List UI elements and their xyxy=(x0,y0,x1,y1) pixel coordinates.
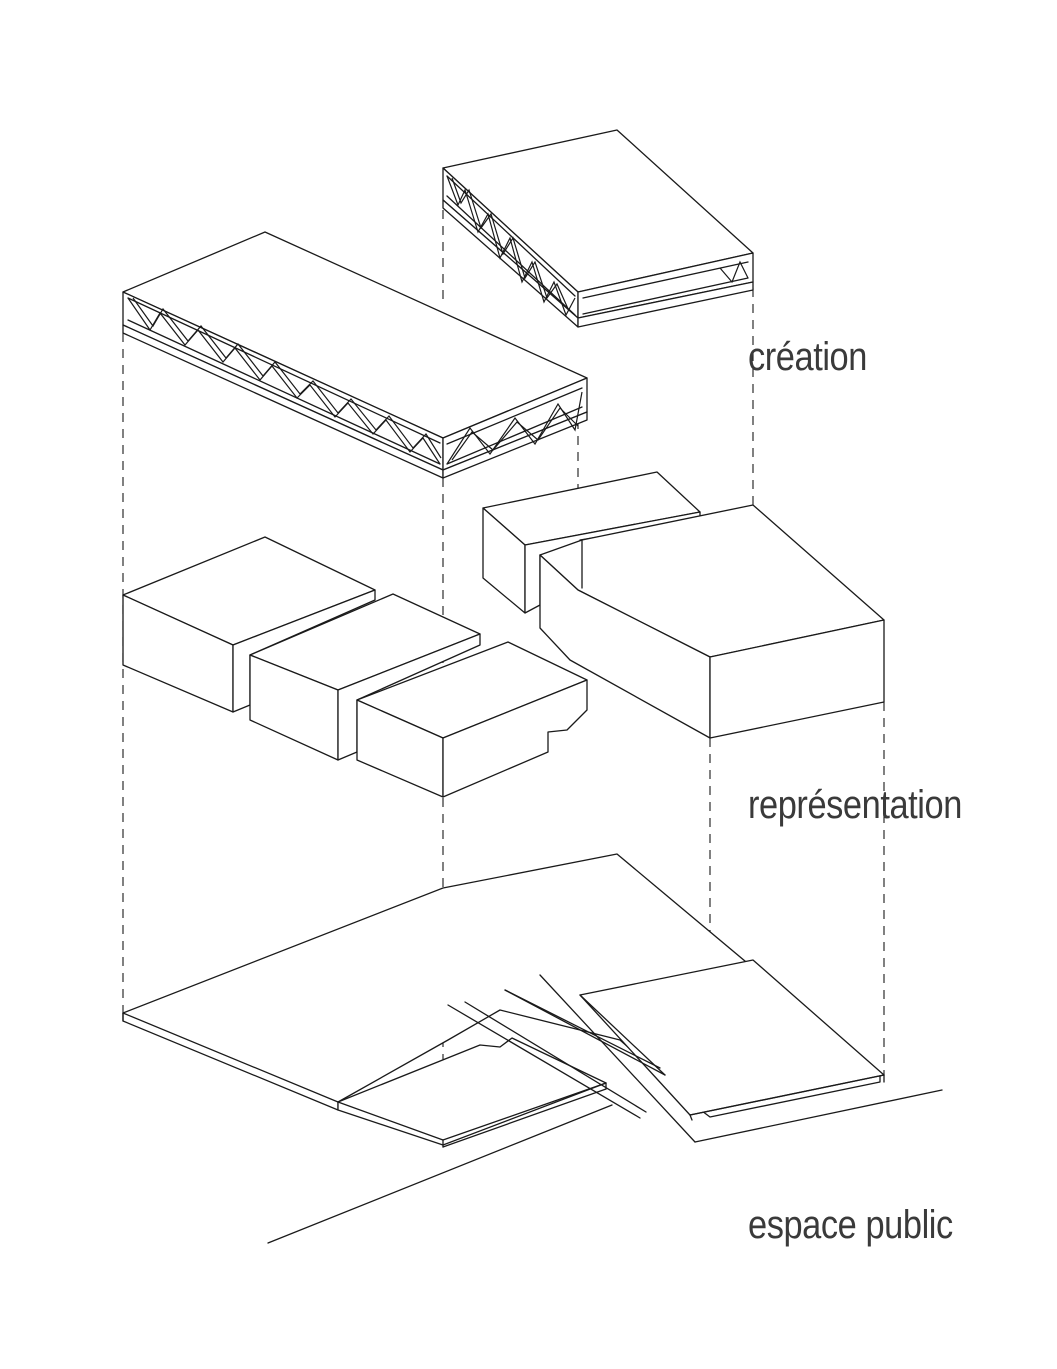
creation-level xyxy=(122,129,754,479)
label-creation: création xyxy=(748,335,867,379)
truss-slab-right xyxy=(442,129,754,328)
representation-level xyxy=(122,471,885,798)
public-space-level xyxy=(122,853,943,1244)
block-c-side xyxy=(442,679,588,798)
ground-plate-front xyxy=(337,1037,607,1146)
block-e-side xyxy=(709,619,885,739)
label-public-space: espace public xyxy=(748,1203,953,1247)
label-representation: représentation xyxy=(748,783,962,827)
truss-slab-left xyxy=(122,231,588,479)
